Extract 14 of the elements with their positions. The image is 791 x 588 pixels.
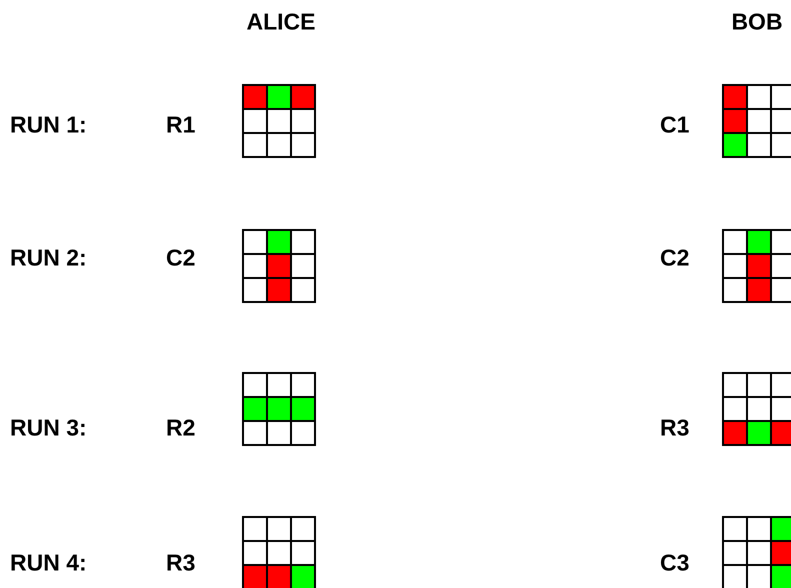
run-label: RUN 4: (10, 552, 87, 574)
move-label: R3 (660, 416, 690, 440)
move-label: C2 (166, 246, 196, 270)
move-label: R1 (166, 114, 196, 136)
move-label: C2 (660, 246, 690, 270)
move-label: C1 (660, 114, 690, 136)
run-label: RUN 1: (10, 114, 87, 136)
run-label: RUN 3: (10, 416, 87, 440)
move-label: R3 (166, 552, 196, 574)
move-label: C3 (660, 552, 690, 574)
move-label: R2 (166, 416, 196, 440)
column-heading: BOB (731, 10, 783, 34)
run-label: RUN 2: (10, 246, 87, 270)
column-heading: ALICE (246, 10, 316, 34)
